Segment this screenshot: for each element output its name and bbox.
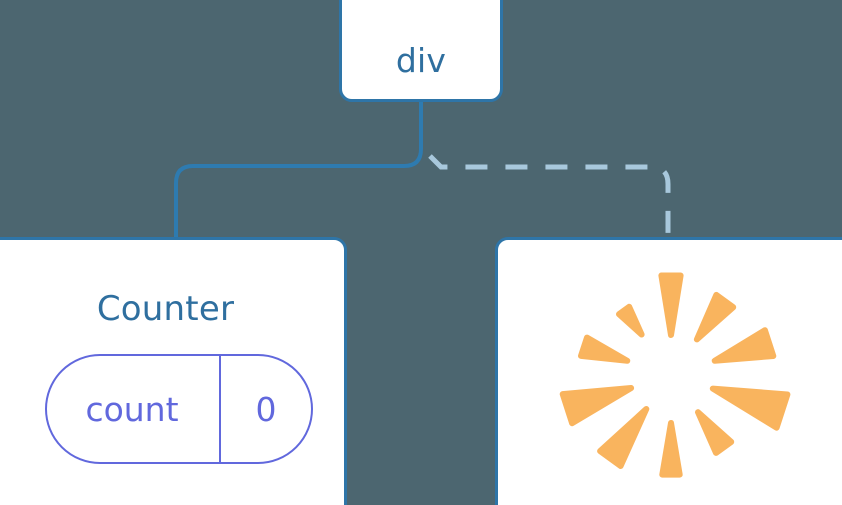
edge-div-to-loading: [428, 154, 671, 237]
sunburst-ray-7: [559, 385, 635, 427]
node-div-label: div: [395, 41, 447, 80]
sunburst-spinner-icon: [559, 272, 791, 478]
sunburst-ray-6: [597, 406, 650, 469]
state-pill-value: 0: [255, 389, 277, 429]
sunburst-ray-4: [695, 409, 735, 456]
state-pill-key: count: [47, 356, 221, 462]
node-div[interactable]: div: [339, 0, 503, 102]
node-loading[interactable]: [495, 237, 842, 505]
sunburst-ray-5: [659, 420, 683, 478]
sunburst-ray-3: [709, 385, 791, 431]
edge-div-to-counter: [174, 100, 423, 239]
sunburst-ray-9: [616, 303, 645, 338]
sunburst-ray-8: [578, 334, 631, 364]
node-counter[interactable]: Counter count 0: [0, 237, 347, 505]
sunburst-ray-1: [693, 291, 737, 343]
state-pill-count[interactable]: count 0: [45, 354, 313, 464]
sunburst-ray-2: [711, 327, 777, 364]
sunburst-ray-0: [658, 272, 684, 338]
node-counter-label: Counter: [96, 289, 235, 329]
